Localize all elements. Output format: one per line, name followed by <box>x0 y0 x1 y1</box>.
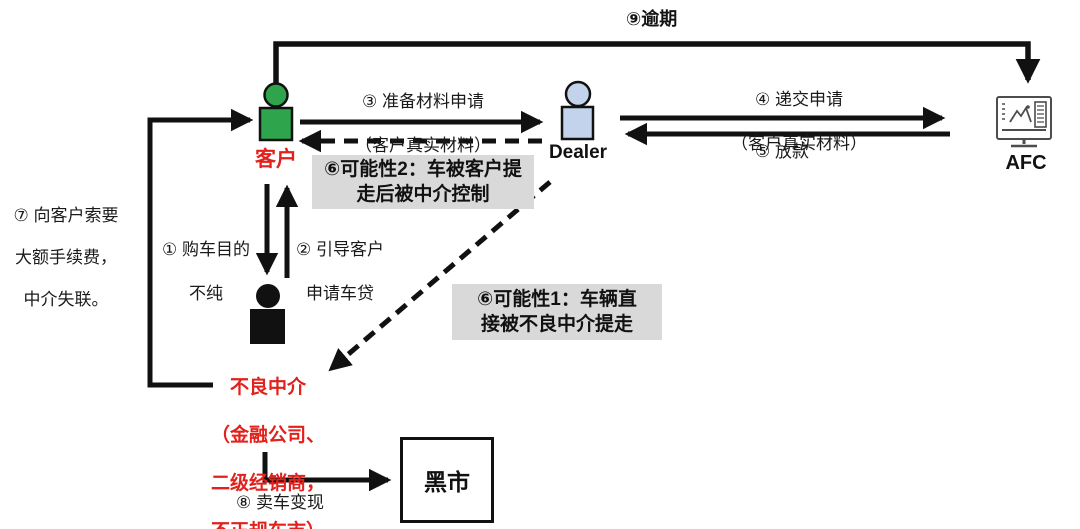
label-step7: ⑦ 向客户索要 大额手续费， 中介失联。 <box>0 184 132 331</box>
bad-agent-label: 不良中介 （金融公司、 二级经销商， 不正规车市） <box>192 352 344 529</box>
label-step4-line1: ④ 递交申请 <box>755 90 843 109</box>
label-step7-line3: 中介失联。 <box>23 290 109 309</box>
dealer-label: Dealer <box>548 142 608 163</box>
black-market-label: 黑市 <box>424 469 470 495</box>
label-step1-line1: ① 购车目的 <box>162 240 250 259</box>
arrow-dashed-car-to-agent <box>328 180 552 372</box>
arrow-fee-demand-path <box>147 108 254 388</box>
arrow-overdue-customer-to-afc <box>273 41 1041 86</box>
label-step3: ③ 准备材料申请 （客户真实材料） <box>333 69 513 179</box>
customer-person-icon <box>258 82 294 142</box>
label-step5: ⑤ 放款 <box>755 142 809 161</box>
note-possibility-1-line1: ⑥可能性1：车辆直 <box>477 289 637 310</box>
bad-agent-label-line2: （金融公司、 <box>210 425 325 446</box>
label-step1: ① 购车目的 不纯 <box>150 217 262 327</box>
note-possibility-1-line2: 接被不良中介提走 <box>480 314 633 335</box>
label-step9-overdue: ⑨逾期 <box>626 9 678 29</box>
bad-agent-person-icon <box>250 284 285 344</box>
label-step3-line2: （客户真实材料） <box>355 136 491 155</box>
note-possibility-2: ⑥可能性2：车被客户提 走后被中介控制 <box>312 155 534 209</box>
label-step2: ② 引导客户 申请车贷 <box>288 217 392 327</box>
afc-monitor-icon <box>996 96 1052 148</box>
customer-label: 客户 <box>255 148 297 171</box>
label-step8: ⑧ 卖车变现 <box>236 493 324 512</box>
dealer-person-icon <box>560 80 595 141</box>
label-step1-line2: 不纯 <box>189 284 223 303</box>
label-step3-line1: ③ 准备材料申请 <box>362 92 484 111</box>
label-step2-line1: ② 引导客户 <box>296 240 384 259</box>
label-step7-line2: 大额手续费， <box>15 248 117 267</box>
afc-label: AFC <box>1005 152 1047 174</box>
bad-agent-label-line3: 二级经销商， <box>210 473 325 494</box>
label-step2-line2: 申请车贷 <box>306 284 374 303</box>
label-step7-line1: ⑦ 向客户索要 <box>13 206 119 225</box>
black-market-node: 黑市 <box>400 437 494 523</box>
note-possibility-2-line1: ⑥可能性2：车被客户提 <box>324 159 522 180</box>
arrow-sell-car <box>262 452 392 492</box>
note-possibility-2-line2: 走后被中介控制 <box>356 184 490 205</box>
label-step4-line2: （客户真实材料） <box>731 134 867 153</box>
note-possibility-1: ⑥可能性1：车辆直 接被不良中介提走 <box>452 284 662 340</box>
bad-agent-label-line4: 不正规车市） <box>192 520 344 529</box>
bad-agent-label-line1: 不良中介 <box>229 377 306 398</box>
label-step4: ④ 递交申请 （客户真实材料） <box>723 67 875 177</box>
